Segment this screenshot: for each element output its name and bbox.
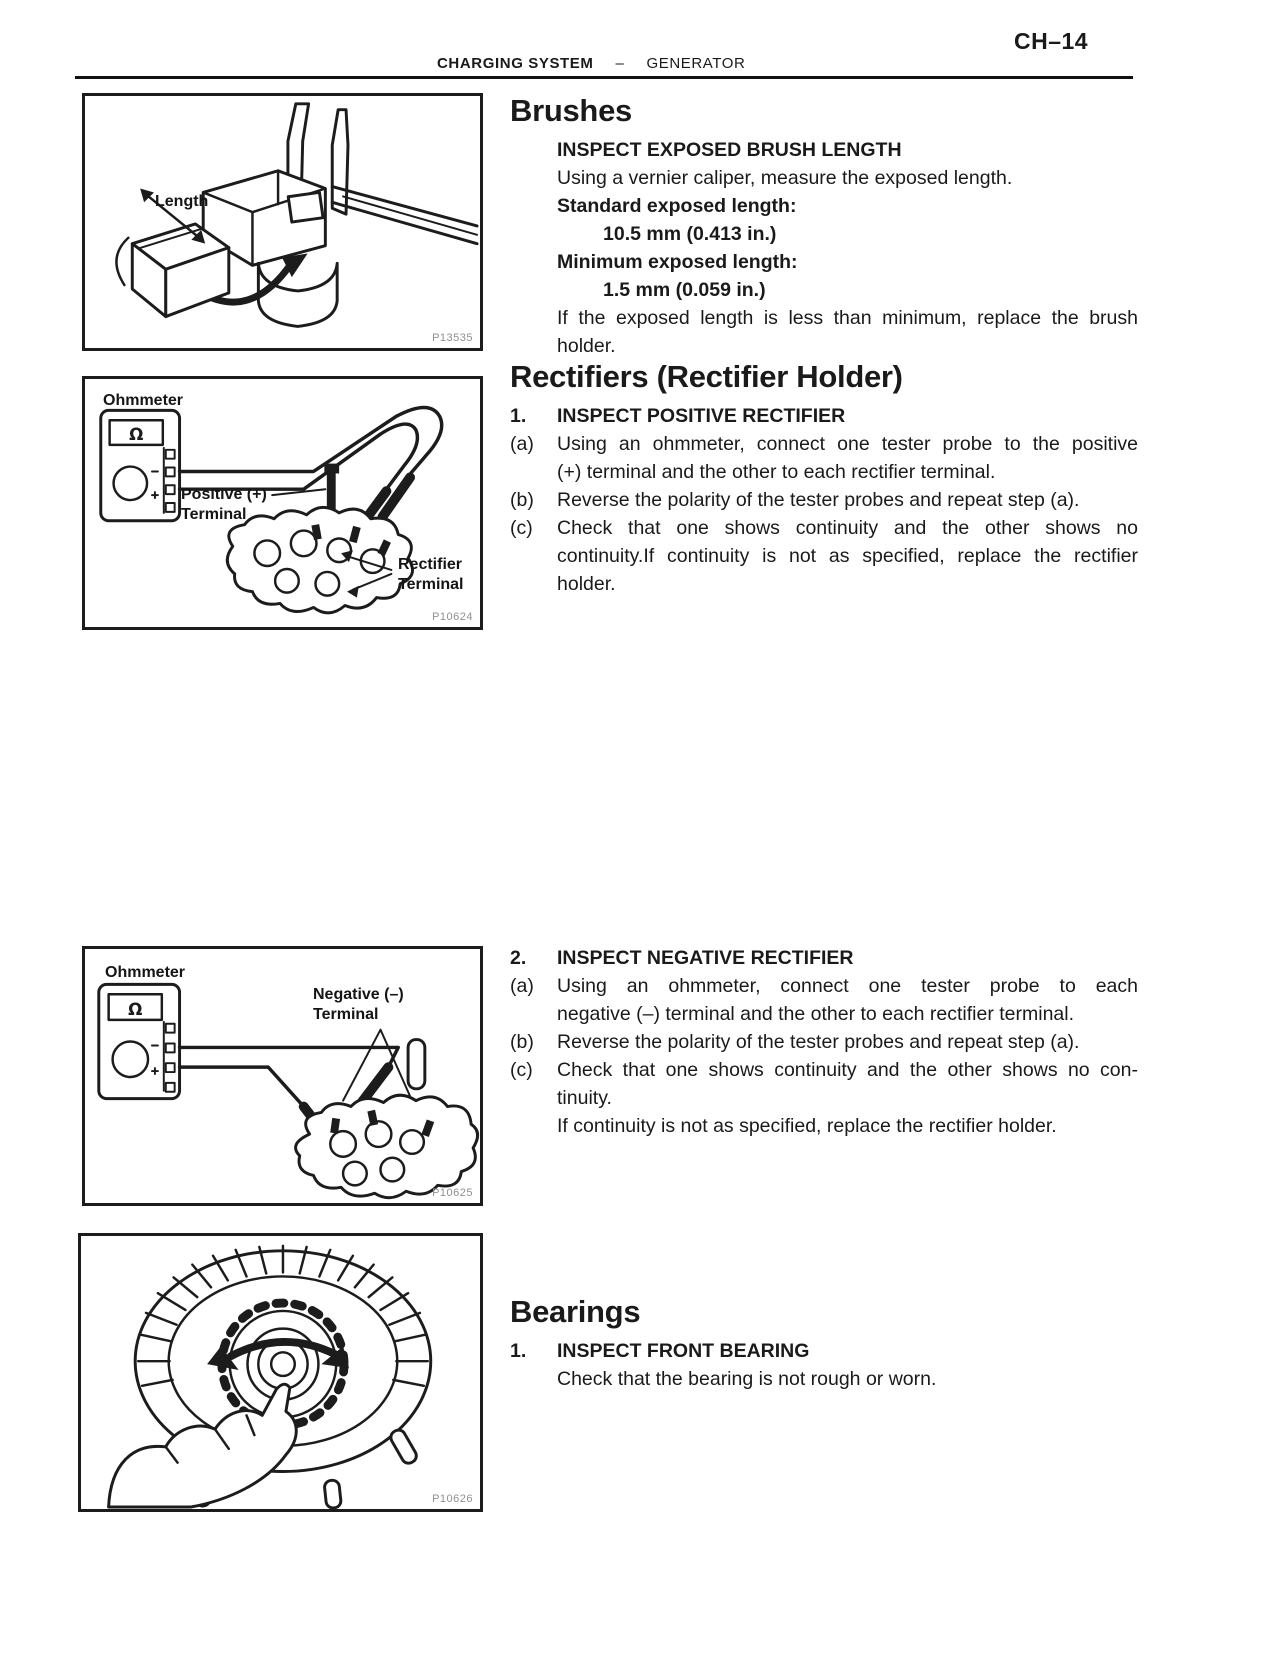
step-text: Check that one shows continuity and the …: [557, 517, 1138, 595]
section-bearings: Bearings 1. INSPECT FRONT BEARING Check …: [510, 1293, 1138, 1393]
breadcrumb-section: CHARGING SYSTEM: [437, 55, 594, 72]
section-brushes: Brushes INSPECT EXPOSED BRUSH LENGTH Usi…: [510, 92, 1138, 360]
negative-terminal-label-line1: Negative (–): [313, 986, 404, 1003]
step-c: (c) Check that one shows continuity and …: [510, 514, 1138, 598]
step-text: Using an ohmmeter, connect one tester pr…: [557, 975, 1138, 1025]
positive-terminal-label-line2: Terminal: [181, 506, 247, 523]
header-rule: [75, 76, 1133, 79]
positive-terminal-label-line1: Positive (+): [181, 486, 267, 503]
procedure-item: 1. INSPECT POSITIVE RECTIFIER: [510, 402, 1138, 430]
length-label: Length: [155, 193, 209, 210]
procedure-subtitle: INSPECT EXPOSED BRUSH LENGTH: [557, 139, 902, 161]
step-text: Using an ohmmeter, connect one tester pr…: [557, 433, 1138, 483]
figure-code: P13535: [432, 332, 473, 344]
item-title: INSPECT POSITIVE RECTIFIER: [557, 405, 846, 427]
spec-value: 1.5 mm (0.059 in.): [603, 279, 766, 301]
procedure-text: Check that the bearing is not rough or w…: [557, 1368, 937, 1390]
procedure-note: If the exposed length is less than minim…: [557, 307, 1138, 357]
ohmmeter-negative-drawing: Ω: [97, 982, 480, 1200]
ohmmeter-label: Ohmmeter: [103, 392, 184, 409]
ohm-symbol: Ω: [128, 999, 142, 1019]
item-number: 1.: [510, 405, 527, 427]
rectifier-terminal-label-line2: Terminal: [398, 576, 464, 593]
step-c-continued: If continuity is not as specified, repla…: [510, 1112, 1138, 1140]
step-b: (b) Reverse the polarity of the tester p…: [510, 486, 1138, 514]
bearing-check-drawing: [107, 1244, 433, 1509]
step-text: Check that one shows continuity and the …: [557, 1059, 1138, 1109]
figure-positive-rectifier: Ω: [82, 376, 483, 630]
item-title: INSPECT NEGATIVE RECTIFIER: [557, 947, 854, 969]
figure-code: P10624: [432, 611, 473, 623]
section-title: Brushes: [510, 93, 632, 128]
step-label: (b): [510, 1031, 534, 1053]
spec-label: Minimum exposed length:: [557, 251, 798, 273]
item-number: 2.: [510, 947, 527, 969]
step-b: (b) Reverse the polarity of the tester p…: [510, 1028, 1138, 1056]
breadcrumb: CHARGING SYSTEM – GENERATOR: [437, 55, 746, 72]
rectifier-terminal-label: Rectifier Terminal: [398, 555, 464, 595]
item-number: 1.: [510, 1340, 527, 1362]
item-title: INSPECT FRONT BEARING: [557, 1340, 810, 1362]
figure-negative-rectifier: Ω: [82, 946, 483, 1206]
step-a: (a) Using an ohmmeter, connect one teste…: [510, 430, 1138, 486]
section-title: Bearings: [510, 1294, 641, 1329]
procedure-text: Using a vernier caliper, measure the exp…: [557, 167, 1013, 189]
rectifier-terminal-label-line1: Rectifier: [398, 556, 463, 573]
stator-slots: [136, 1244, 430, 1388]
step-text: Reverse the polarity of the tester probe…: [557, 489, 1080, 511]
step-label: [510, 1112, 557, 1140]
step-label: (a): [510, 433, 534, 455]
spec-label: Standard exposed length:: [557, 195, 797, 217]
section-title: Rectifiers (Rectifier Holder): [510, 359, 903, 394]
spec-value: 10.5 mm (0.413 in.): [603, 223, 777, 245]
step-text: Reverse the polarity of the tester probe…: [557, 1031, 1080, 1053]
breadcrumb-separator: –: [615, 55, 625, 72]
caliper-drawing: [115, 102, 479, 328]
ohm-symbol: Ω: [129, 424, 143, 444]
step-c: (c) Check that one shows continuity and …: [510, 1056, 1138, 1112]
page-number: CH–14: [1014, 28, 1089, 54]
figure-code: P10626: [432, 1493, 473, 1505]
step-a: (a) Using an ohmmeter, connect one teste…: [510, 972, 1138, 1028]
breadcrumb-subsection: GENERATOR: [646, 55, 746, 72]
step-label: (c): [510, 517, 533, 539]
step-label: (a): [510, 975, 534, 997]
procedure-item: 1. INSPECT FRONT BEARING: [510, 1337, 1138, 1365]
negative-terminal-label-line2: Terminal: [313, 1006, 379, 1023]
ohmmeter-positive-drawing: Ω: [99, 405, 444, 615]
section-rectifiers: Rectifiers (Rectifier Holder) 1. INSPECT…: [510, 358, 1138, 598]
step-text: If continuity is not as specified, repla…: [557, 1115, 1057, 1137]
section-rectifiers-negative: 2. INSPECT NEGATIVE RECTIFIER (a) Using …: [510, 944, 1138, 1140]
procedure-item: 2. INSPECT NEGATIVE RECTIFIER: [510, 944, 1138, 972]
figure-front-bearing: P10626: [78, 1233, 483, 1512]
step-label: (c): [510, 1059, 533, 1081]
figure-code: P10625: [432, 1187, 473, 1199]
ohmmeter-label: Ohmmeter: [105, 964, 186, 981]
figure-brush-length: Length P13535: [82, 93, 483, 351]
negative-terminal-label: Negative (–) Terminal: [313, 985, 404, 1025]
step-label: (b): [510, 489, 534, 511]
positive-terminal-label: Positive (+) Terminal: [181, 485, 267, 525]
